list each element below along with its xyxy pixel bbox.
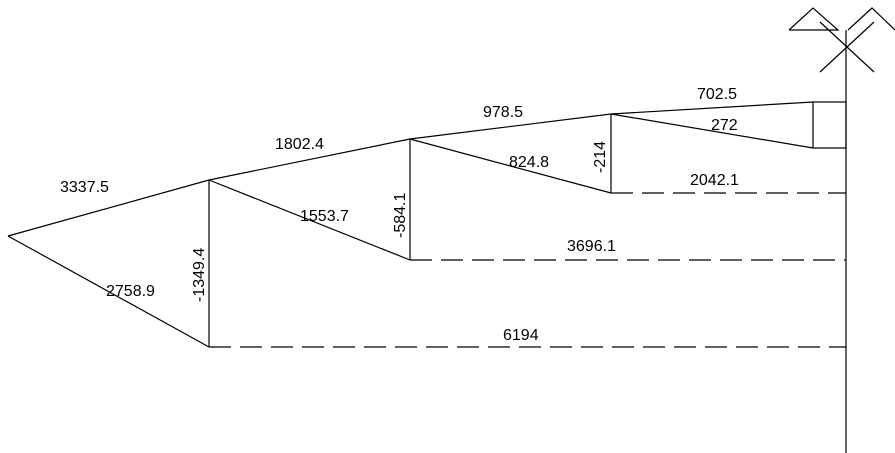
upper-chord-label-2: 1802.4 xyxy=(275,136,324,153)
baseline-label-3: 2042.1 xyxy=(690,172,739,189)
diagonal-3 xyxy=(610,113,814,149)
lower-chord xyxy=(7,235,210,348)
end-box xyxy=(812,101,847,149)
upper-chord-label-3: 978.5 xyxy=(483,104,523,121)
upper-chord-label-1: 3337.5 xyxy=(60,179,109,196)
baseline-label-2: 3696.1 xyxy=(567,238,616,255)
lower-chord-label: 2758.9 xyxy=(106,283,155,300)
vertical-label-2: -584.1 xyxy=(392,193,409,238)
upper-chord-label-4: 702.5 xyxy=(697,86,737,103)
diagonal-label-3: 272 xyxy=(711,117,738,134)
support-icon xyxy=(788,7,895,73)
diagonal-1 xyxy=(208,179,411,261)
baseline-label-1: 6194 xyxy=(503,327,539,344)
diagonal-label-2: 824.8 xyxy=(509,154,549,171)
vertical-label-3: -214 xyxy=(592,141,609,173)
diagonal-2 xyxy=(409,138,612,194)
vertical-label-1: -1349.4 xyxy=(191,248,208,302)
diagonal-label-1: 1553.7 xyxy=(300,208,349,225)
